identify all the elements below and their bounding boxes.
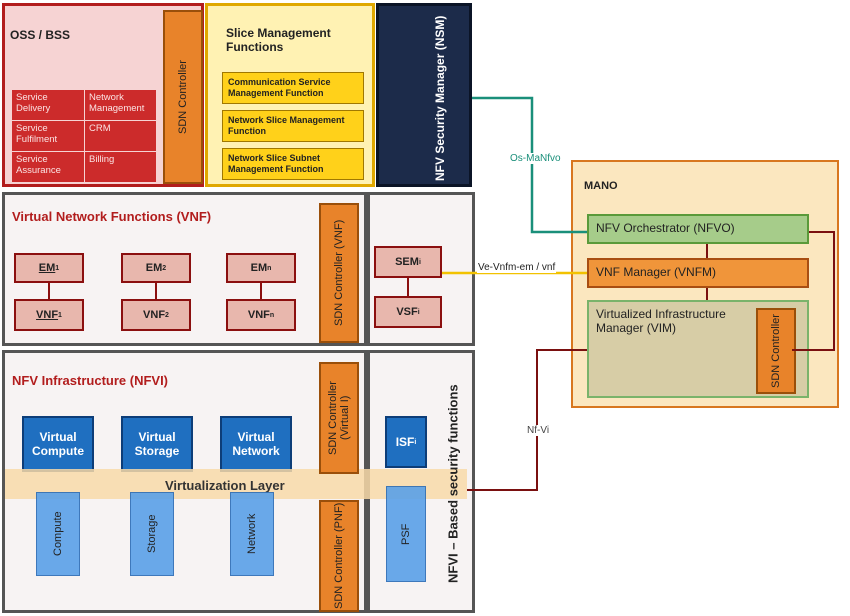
vnfm-label: VNF Manager (VNFM) xyxy=(596,265,717,279)
em-1-sub: 1 xyxy=(55,264,60,272)
oss-bss-title: OSS / BSS xyxy=(10,28,71,42)
nf-vi-label: Nf-Vi xyxy=(525,425,552,436)
nf-vi-link xyxy=(467,349,587,491)
vnf-sdn-controller: SDN Controller (VNF) xyxy=(319,203,359,343)
nfvi-title: NFV Infrastructure (NFVI) xyxy=(12,373,169,388)
sem-vsf-link xyxy=(407,278,409,296)
storage-bar xyxy=(130,492,174,576)
vnfm-box xyxy=(587,258,809,288)
mano-sdn-controller: SDN Controller xyxy=(756,308,796,394)
sem-label: SEM xyxy=(395,256,419,268)
em2-vnf2-link xyxy=(155,283,157,299)
cell-service-delivery: Service Delivery xyxy=(12,90,84,120)
nfvo-label: NFV Orchestrator (NFVO) xyxy=(596,221,735,235)
sem-sub: i xyxy=(418,258,421,266)
vsf-label: VSF xyxy=(396,306,418,318)
em-1-label: EM xyxy=(38,262,56,274)
vnf-1-sub: 1 xyxy=(58,311,62,319)
slice-item-csmf: Communication Service Management Functio… xyxy=(222,72,364,104)
psf-bar xyxy=(386,486,426,582)
vnf-n-sub: n xyxy=(269,311,275,319)
oss-cells: Service Delivery Network Management Serv… xyxy=(12,90,156,182)
psf-label: PSF xyxy=(400,523,412,545)
vnf-2-sub: 2 xyxy=(165,311,169,319)
em-n-sub: n xyxy=(267,264,272,272)
virtual-compute: Virtual Compute xyxy=(22,416,94,472)
vim-label: Virtualized Infrastructure Manager (VIM) xyxy=(596,307,726,335)
isf-sub: i xyxy=(414,438,417,446)
os-ma-nfvo-link xyxy=(472,96,587,234)
cell-service-assurance: Service Assurance xyxy=(12,152,84,182)
oss-sdn-controller: SDN Controller xyxy=(163,10,203,184)
cell-billing: Billing xyxy=(85,152,156,182)
cell-service-fulfilment: Service Fulfilment xyxy=(12,121,84,151)
virtual-storage: Virtual Storage xyxy=(121,416,193,472)
nfvo-box xyxy=(587,214,809,244)
em-2-sub: 2 xyxy=(162,264,167,272)
sdn-controller-pnf: SDN Controller (PNF) xyxy=(319,500,359,612)
network-bar xyxy=(230,492,274,576)
cell-network-management: Network Management xyxy=(85,90,156,120)
mano-title: MANO xyxy=(584,180,618,192)
ve-vnfm-label: Ve-Vnfm-em / vnf xyxy=(477,262,557,273)
vnf-title: Virtual Network Functions (VNF) xyxy=(12,209,212,224)
slice-item-nsmf: Network Slice Management Function xyxy=(222,110,364,142)
compute-label: Compute xyxy=(52,511,64,557)
virtual-network: Virtual Network xyxy=(220,416,292,472)
em1-vnf1-link xyxy=(48,283,50,299)
vnf-2-label: VNF xyxy=(143,309,166,321)
storage-label: Storage xyxy=(146,514,158,554)
nfvi-security-label: NFVI – Based security functions xyxy=(445,384,461,584)
vsf-sub: i xyxy=(417,308,420,316)
sdn-controller-virtual: SDN Controller (Virtual I) xyxy=(319,362,359,474)
emn-vnfn-link xyxy=(260,283,262,299)
em-n-label: EM xyxy=(250,262,268,274)
network-label: Network xyxy=(246,513,258,555)
cell-crm: CRM xyxy=(85,121,156,151)
slice-management-title: Slice Management Functions xyxy=(226,26,331,54)
vnf-n-label: VNF xyxy=(247,309,270,321)
vnf-1-label: VNF xyxy=(36,309,59,321)
virtualization-layer-label: Virtualization Layer xyxy=(165,478,285,493)
nsm-label: NFV Security Manager (NSM) xyxy=(433,15,447,181)
slice-item-nssmf: Network Slice Subnet Management Function xyxy=(222,148,364,180)
os-ma-nfvo-label: Os-MaNfvo xyxy=(508,153,563,164)
compute-bar xyxy=(36,492,80,576)
isf-label: ISF xyxy=(395,435,415,449)
em-2-label: EM xyxy=(145,262,163,274)
nsm-panel xyxy=(376,3,472,187)
